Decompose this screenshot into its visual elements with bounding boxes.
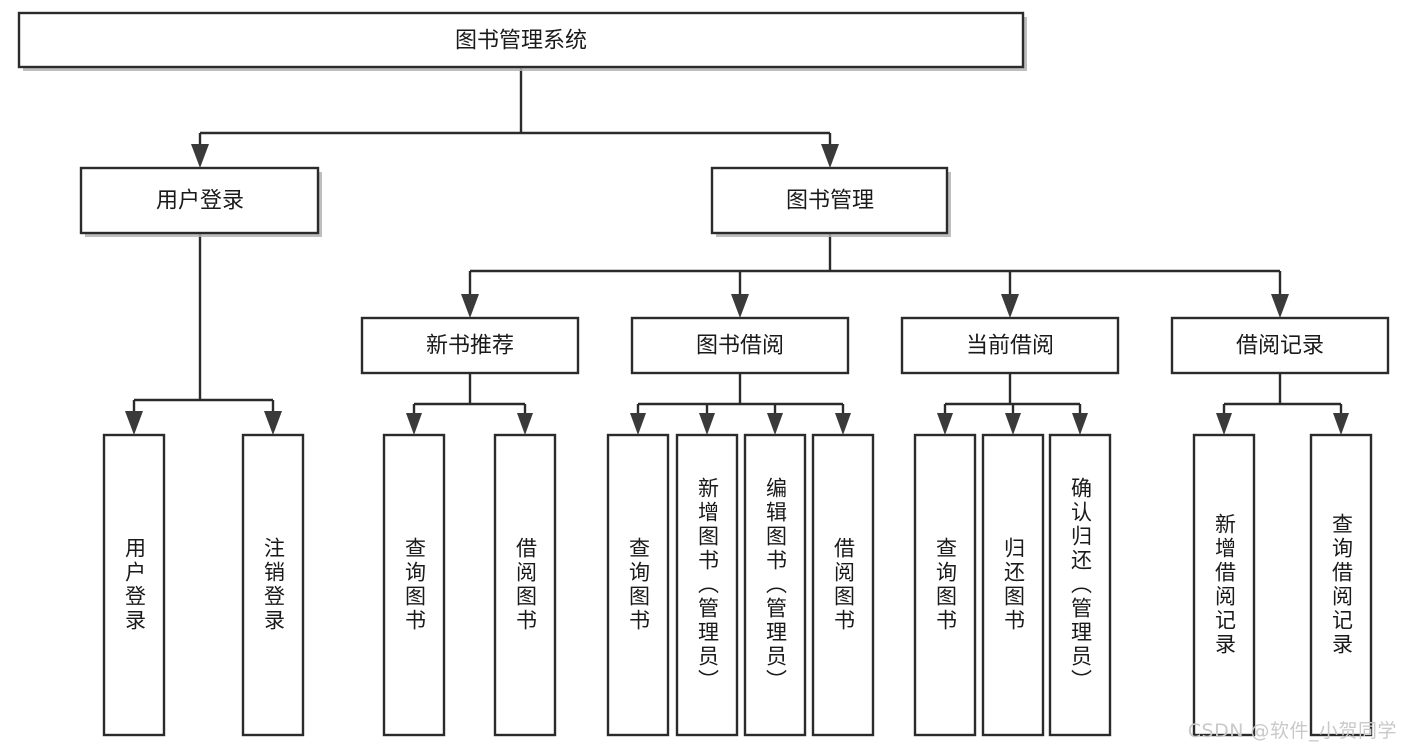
arrowhead-icon (1271, 294, 1289, 318)
arrowhead-icon (191, 144, 209, 168)
leaf-rect-logout[interactable] (241, 433, 305, 737)
arrowhead-icon (406, 413, 422, 435)
node-label-current-borrow: 当前借阅 (966, 334, 1054, 359)
node-rect[interactable] (1170, 316, 1390, 375)
node-rect[interactable] (17, 11, 1025, 69)
node-book-borrow[interactable]: 图书借阅 (630, 316, 850, 375)
node-label-book-borrow: 图书借阅 (696, 334, 784, 359)
watermark: CSDN @软件_小贺同学 (1187, 720, 1397, 742)
node-rect[interactable] (79, 166, 320, 235)
leaf-rect-query-book-3[interactable] (913, 433, 977, 737)
node-label-new-book-recommend: 新书推荐 (426, 334, 514, 359)
connector-borrow-to-leaves (636, 373, 845, 419)
node-user-login[interactable]: 用户登录 (79, 166, 322, 237)
connector-book-mgmt-to-level3 (468, 233, 1282, 302)
connector-root-to-level2 (198, 67, 832, 152)
node-label-borrow-record: 借阅记录 (1236, 334, 1324, 359)
node-label-user-login: 用户登录 (156, 189, 244, 214)
arrowhead-icon (264, 411, 282, 435)
arrowhead-icon (125, 411, 143, 435)
arrowhead-icon (699, 413, 715, 435)
connector-user-login-to-leaves (132, 233, 275, 419)
arrowhead-icon (461, 294, 479, 318)
arrowhead-icon (1072, 413, 1088, 435)
node-rect[interactable] (360, 316, 580, 375)
node-rect[interactable] (710, 166, 949, 235)
leaf-rect-return-book[interactable] (981, 433, 1045, 737)
leaf-rect-add-book-admin[interactable] (675, 433, 739, 737)
node-rect[interactable] (900, 316, 1120, 375)
leaf-rect-edit-book-admin[interactable] (743, 433, 807, 737)
node-label-root: 图书管理系统 (455, 29, 587, 54)
leaf-rect-borrow-book-1[interactable] (493, 433, 557, 737)
leaf-rect-add-record[interactable] (1192, 433, 1256, 737)
node-new-book-recommend[interactable]: 新书推荐 (360, 316, 580, 375)
node-rect[interactable] (630, 316, 850, 375)
arrowhead-icon (937, 413, 953, 435)
leaf-rect-user-login[interactable] (102, 433, 166, 737)
leaf-rect-query-book-2[interactable] (606, 433, 670, 737)
arrowhead-icon (1005, 413, 1021, 435)
node-label-book-management: 图书管理 (786, 189, 874, 214)
arrowhead-icon (731, 294, 749, 318)
connector-current-borrow-to-leaves (943, 373, 1082, 419)
leaf-rect-query-record[interactable] (1309, 433, 1373, 737)
node-borrow-record[interactable]: 借阅记录 (1170, 316, 1390, 375)
arrowhead-icon (1001, 294, 1019, 318)
arrowhead-icon (767, 413, 783, 435)
node-root[interactable]: 图书管理系统 (17, 11, 1027, 71)
connector-new-book-to-leaves (412, 373, 527, 419)
arrowhead-icon (630, 413, 646, 435)
connector-borrow-record-to-leaves (1222, 373, 1343, 419)
connector-group (132, 67, 1343, 419)
node-book-management[interactable]: 图书管理 (710, 166, 951, 237)
arrowhead-icon (835, 413, 851, 435)
leaf-rect-borrow-book-2[interactable] (811, 433, 875, 737)
arrowhead-icon (1216, 413, 1232, 435)
leaf-node-group (102, 433, 1373, 737)
leaf-rect-confirm-return[interactable] (1048, 433, 1112, 737)
arrowhead-icon (517, 413, 533, 435)
arrowhead-icon (1333, 413, 1349, 435)
node-current-borrow[interactable]: 当前借阅 (900, 316, 1120, 375)
arrowhead-icon (821, 144, 839, 168)
arrowhead-group (125, 144, 1349, 435)
leaf-rect-query-book-1[interactable] (382, 433, 446, 737)
